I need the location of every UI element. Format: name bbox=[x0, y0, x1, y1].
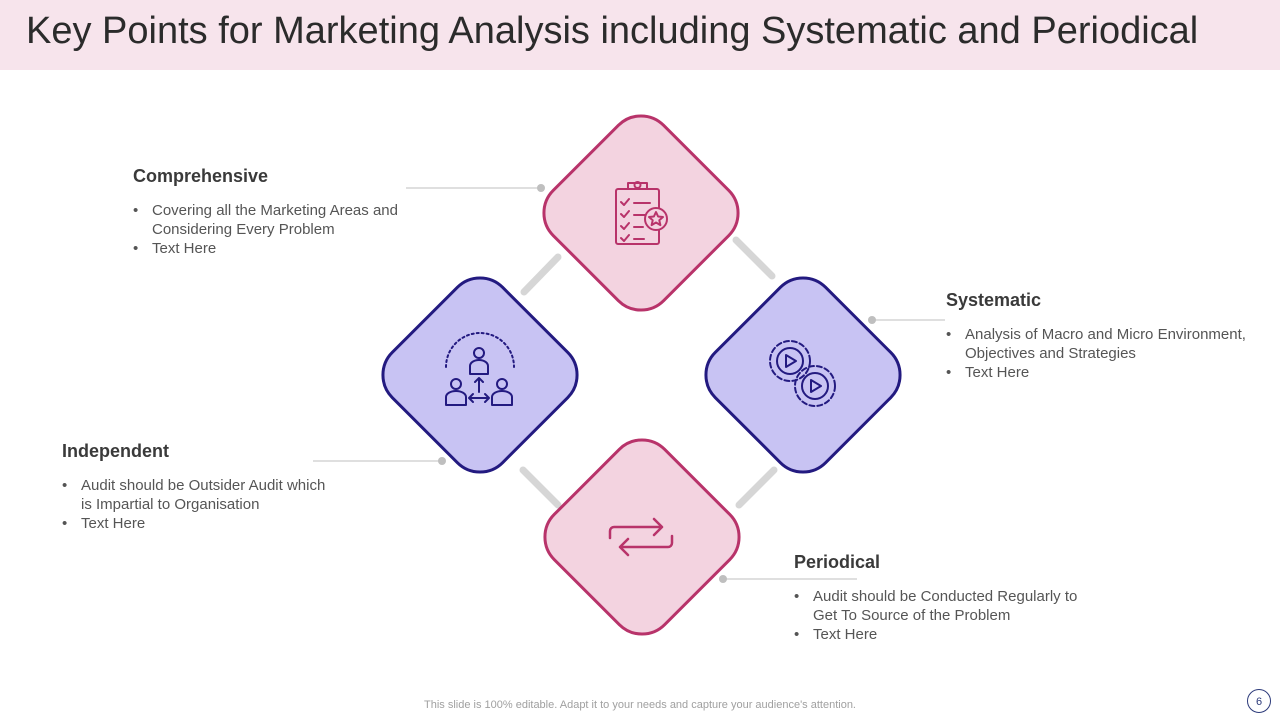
callout-lines bbox=[313, 184, 945, 583]
loop-arrows-icon bbox=[608, 517, 674, 557]
bullet-item: Audit should be Outsider Audit which is … bbox=[62, 476, 332, 514]
page-number: 6 bbox=[1247, 689, 1271, 713]
bullet-item: Text Here bbox=[946, 363, 1266, 382]
footer-note: This slide is 100% editable. Adapt it to… bbox=[424, 699, 856, 711]
clipboard-star-icon bbox=[615, 181, 668, 245]
bullet-item: Text Here bbox=[794, 625, 1104, 644]
point-heading: Comprehensive bbox=[133, 166, 269, 186]
point-periodical: Periodical Audit should be Conducted Reg… bbox=[794, 552, 1104, 644]
point-systematic: Systematic Analysis of Macro and Micro E… bbox=[946, 290, 1266, 382]
diamond-periodical bbox=[543, 438, 741, 636]
bullet-list: Audit should be Outsider Audit which is … bbox=[62, 476, 332, 533]
point-heading: Systematic bbox=[946, 290, 1042, 310]
diamond-comprehensive bbox=[542, 114, 740, 312]
point-comprehensive: Comprehensive Covering all the Marketing… bbox=[133, 166, 433, 258]
team-arrows-icon bbox=[445, 332, 515, 406]
bullet-item: Analysis of Macro and Micro Environment,… bbox=[946, 325, 1266, 363]
connector-lines bbox=[519, 236, 778, 509]
page-title: Key Points for Marketing Analysis includ… bbox=[26, 10, 1199, 52]
bullet-item: Text Here bbox=[62, 514, 332, 533]
bullet-list: Analysis of Macro and Micro Environment,… bbox=[946, 325, 1266, 382]
bullet-item: Audit should be Conducted Regularly to G… bbox=[794, 587, 1104, 625]
bullet-list: Covering all the Marketing Areas and Con… bbox=[133, 201, 433, 258]
point-independent: Independent Audit should be Outsider Aud… bbox=[62, 441, 332, 533]
diamond-independent bbox=[381, 276, 579, 474]
bullet-list: Audit should be Conducted Regularly to G… bbox=[794, 587, 1104, 644]
gears-play-icon bbox=[769, 340, 836, 407]
point-heading: Periodical bbox=[794, 552, 881, 572]
bullet-item: Covering all the Marketing Areas and Con… bbox=[133, 201, 433, 239]
bullet-item: Text Here bbox=[133, 239, 433, 258]
diamond-systematic bbox=[704, 276, 902, 474]
title-bar: Key Points for Marketing Analysis includ… bbox=[0, 0, 1280, 70]
point-heading: Independent bbox=[62, 441, 169, 461]
